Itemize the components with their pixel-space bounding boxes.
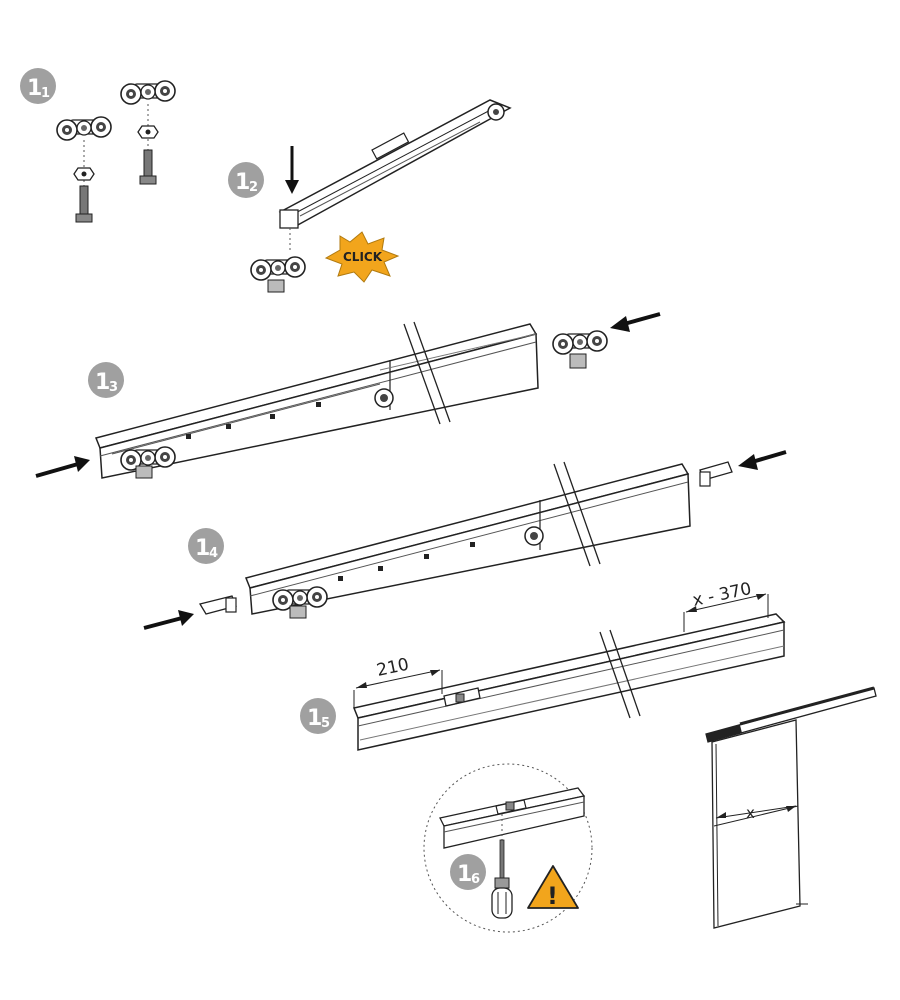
click-label: CLICK (343, 250, 383, 264)
door-panel-illustration: x (705, 686, 877, 929)
carriage-bolt (267, 279, 285, 293)
badge-major: 1 (195, 536, 210, 561)
step-badge-1-1: 1 1 (20, 68, 56, 104)
badge-minor: 3 (109, 380, 118, 395)
click-burst-icon: CLICK (324, 231, 400, 283)
badge-major: 1 (95, 370, 110, 395)
badge-circle (300, 698, 336, 734)
screwdriver-icon (491, 839, 513, 919)
step-badge-1-4: 1 4 (188, 528, 224, 564)
detail-zoom-circle (423, 763, 593, 933)
badge-minor: 4 (209, 546, 218, 561)
rail-profile (94, 321, 539, 479)
badge-circle (188, 528, 224, 564)
badge-minor: 6 (471, 872, 480, 887)
roller-carriage (250, 256, 306, 281)
badge-circle (20, 68, 56, 104)
rail-detail (439, 787, 586, 849)
badge-minor: 1 (41, 86, 50, 101)
roller-carriage (552, 330, 608, 355)
down-arrow-icon (285, 146, 299, 194)
badge-circle (88, 362, 124, 398)
right-arrow-icon (35, 456, 90, 478)
left-arrow-icon (738, 450, 787, 470)
rail-wheel-hub (530, 532, 538, 540)
step-1-2-group: 1 2 CLICK (228, 99, 512, 293)
left-arrow-icon (610, 312, 661, 332)
badge-minor: 2 (249, 180, 258, 195)
badge-major: 1 (235, 170, 250, 195)
step-badge-1-5: 1 5 (300, 698, 336, 734)
soft-close-mechanism (278, 99, 512, 229)
step-badge-1-6: 1 6 (450, 854, 486, 890)
stopper-block (443, 687, 481, 707)
warning-triangle-icon: ! (527, 865, 579, 910)
warning-symbol: ! (547, 882, 558, 910)
right-arrow-icon (143, 610, 194, 630)
badge-major: 1 (307, 706, 322, 731)
roller-carriage-left (56, 116, 112, 141)
badge-circle (228, 162, 264, 198)
dimension-label-x: x (746, 804, 755, 822)
step-badge-1-3: 1 3 (88, 362, 124, 398)
rail-profile (244, 461, 691, 615)
dimension-label-x-minus-370: x - 370 (691, 579, 753, 611)
step-1-4-group: 1 4 (143, 450, 787, 630)
end-stop-bracket (198, 595, 237, 615)
bolt-icon (75, 185, 93, 223)
step-1-5-group: 1 5 210 x - 370 (300, 579, 786, 751)
end-stop-bracket (699, 461, 733, 487)
rail-wheel-hub (380, 394, 388, 402)
badge-minor: 5 (321, 716, 330, 731)
step-badge-1-2: 1 2 (228, 162, 264, 198)
carriage-bolt (569, 353, 587, 369)
nut-icon (73, 167, 95, 181)
roller-carriage-right (120, 80, 176, 105)
badge-major: 1 (27, 76, 42, 101)
badge-circle (450, 854, 486, 890)
carriage-bolt (135, 465, 153, 479)
nut-icon (137, 125, 159, 139)
step-1-6-group: 1 6 ! (423, 763, 593, 933)
step-1-1-group: 1 1 (20, 68, 176, 223)
carriage-bolt (289, 605, 307, 619)
badge-major: 1 (457, 862, 472, 887)
step-1-3-group: 1 3 (35, 312, 661, 479)
rail-profile (352, 613, 786, 751)
bolt-icon (139, 149, 157, 185)
